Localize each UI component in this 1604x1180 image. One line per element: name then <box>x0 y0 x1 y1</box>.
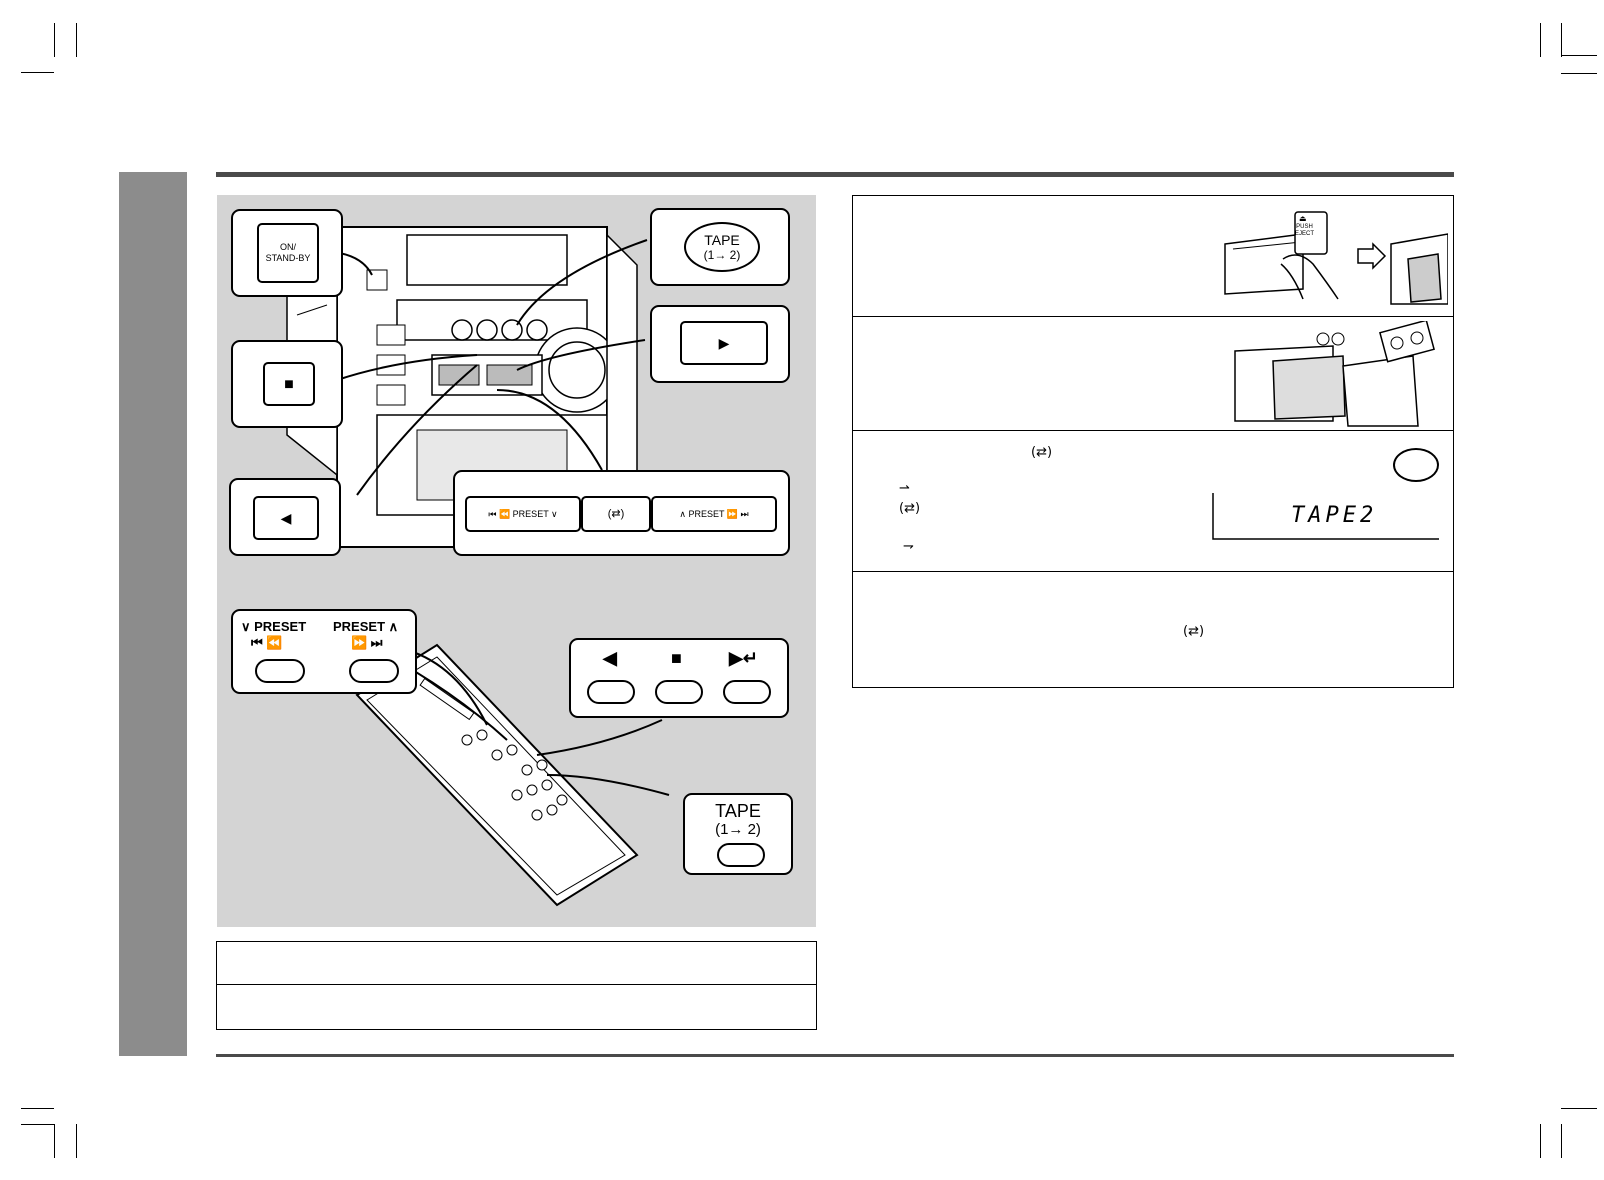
controls-illustration: ON/ STAND-BY TAPE (1→ 2) ■ ▶ ◀ ⏮ ⏪ PRESE… <box>217 195 816 927</box>
remote-transport-callout: ◀ ■ ▶↵ <box>569 638 789 718</box>
remote-tape-button[interactable] <box>717 843 765 867</box>
crop-mark <box>1540 1124 1541 1158</box>
step-1: ⏏ PUSH EJECT <box>853 196 1453 317</box>
reverse-play-callout: ◀ <box>229 478 341 556</box>
remote-stop-symbol: ■ <box>671 648 682 668</box>
crop-mark <box>1561 55 1597 56</box>
step-4: (⇄) <box>853 572 1453 689</box>
preset-up-icons: ⏩ ⏭ <box>351 635 383 650</box>
stop-button[interactable]: ■ <box>263 362 315 406</box>
play-button[interactable]: ▶ <box>680 321 768 365</box>
play-callout: ▶ <box>650 305 790 383</box>
remote-tape-callout: TAPE (1→ 2) <box>683 793 793 875</box>
remote-reverse-button[interactable] <box>587 680 635 704</box>
crop-mark <box>1561 73 1597 74</box>
eject-illustration <box>1224 211 1448 305</box>
crop-mark <box>21 1124 54 1125</box>
on-standby-button[interactable]: ON/ STAND-BY <box>257 223 319 283</box>
remote-reverse-symbol: ◀ <box>603 648 617 668</box>
one-way-mode-symbol: ⇀ <box>899 481 910 496</box>
crop-mark <box>76 23 77 57</box>
preset-mode-callout: ⏮ ⏪ PRESET ∨ (⇄) ∧ PRESET ⏩ ⏭ <box>453 470 790 556</box>
remote-preset-down-button[interactable] <box>255 659 305 683</box>
preset-down-label: ∨ PRESET <box>241 619 307 634</box>
footer-rule <box>216 1054 1454 1057</box>
preset-up-label: PRESET ∧ <box>333 619 399 634</box>
notes-table <box>216 941 817 1030</box>
notes-row <box>217 984 816 985</box>
crop-mark <box>1540 23 1541 57</box>
eject-symbol: ⏏ <box>1299 214 1307 223</box>
header-rule <box>216 172 1454 177</box>
crop-mark <box>1561 23 1562 57</box>
remote-play-button[interactable] <box>723 680 771 704</box>
section-tab <box>119 172 187 1056</box>
rewind-preset-down-button[interactable]: ⏮ ⏪ PRESET ∨ <box>465 496 581 532</box>
remote-preset-callout: ∨ PRESET ⏮ ⏪ PRESET ∧ ⏩ ⏭ <box>231 609 417 694</box>
reverse-play-button[interactable]: ◀ <box>253 496 319 540</box>
display-readout: TAPE2 <box>1291 503 1378 528</box>
remote-tape-sub-label: (1→ 2) <box>715 821 761 838</box>
tape-1-2-button[interactable]: TAPE (1→ 2) <box>684 222 760 272</box>
tape-mode-button[interactable]: (⇄) <box>581 496 651 532</box>
fast-forward-preset-up-button[interactable]: ∧ PRESET ⏩ ⏭ <box>651 496 777 532</box>
tape-sub-label: (1→ 2) <box>703 248 741 262</box>
insert-cassette-illustration <box>1234 321 1435 427</box>
remote-play-symbol: ▶↵ <box>729 648 758 668</box>
crop-mark <box>1561 1108 1597 1109</box>
crop-mark <box>1561 1124 1562 1158</box>
crop-mark <box>54 1124 55 1158</box>
remote-tape-label: TAPE <box>715 801 761 821</box>
steps-panel: ⏏ PUSH EJECT (⇄) ⇀ (⇄) ⇁ TAPE2 (⇄) <box>852 195 1454 688</box>
on-standby-callout: ON/ STAND-BY <box>231 209 343 297</box>
two-way-mode-symbol: (⇄) <box>899 501 921 516</box>
display-frame <box>1212 493 1439 540</box>
crop-mark <box>54 23 55 57</box>
crop-mark <box>21 72 54 73</box>
step-3: (⇄) ⇀ (⇄) ⇁ TAPE2 <box>853 431 1453 572</box>
mode-symbol-step4: (⇄) <box>1183 624 1205 639</box>
mode-symbol-inline: (⇄) <box>1031 445 1053 460</box>
loop-mode-symbol: ⇁ <box>903 539 914 554</box>
remote-preset-up-button[interactable] <box>349 659 399 683</box>
preset-down-icons: ⏮ ⏪ <box>251 635 283 650</box>
remote-stop-button[interactable] <box>655 680 703 704</box>
crop-mark <box>21 1108 54 1109</box>
tape-callout: TAPE (1→ 2) <box>650 208 790 286</box>
crop-mark <box>76 1124 77 1158</box>
push-eject-label: PUSH EJECT <box>1295 224 1315 237</box>
mode-indicator-icon <box>1393 448 1439 482</box>
step-2 <box>853 317 1453 431</box>
tape-label: TAPE <box>704 232 740 248</box>
stop-callout: ■ <box>231 340 343 428</box>
